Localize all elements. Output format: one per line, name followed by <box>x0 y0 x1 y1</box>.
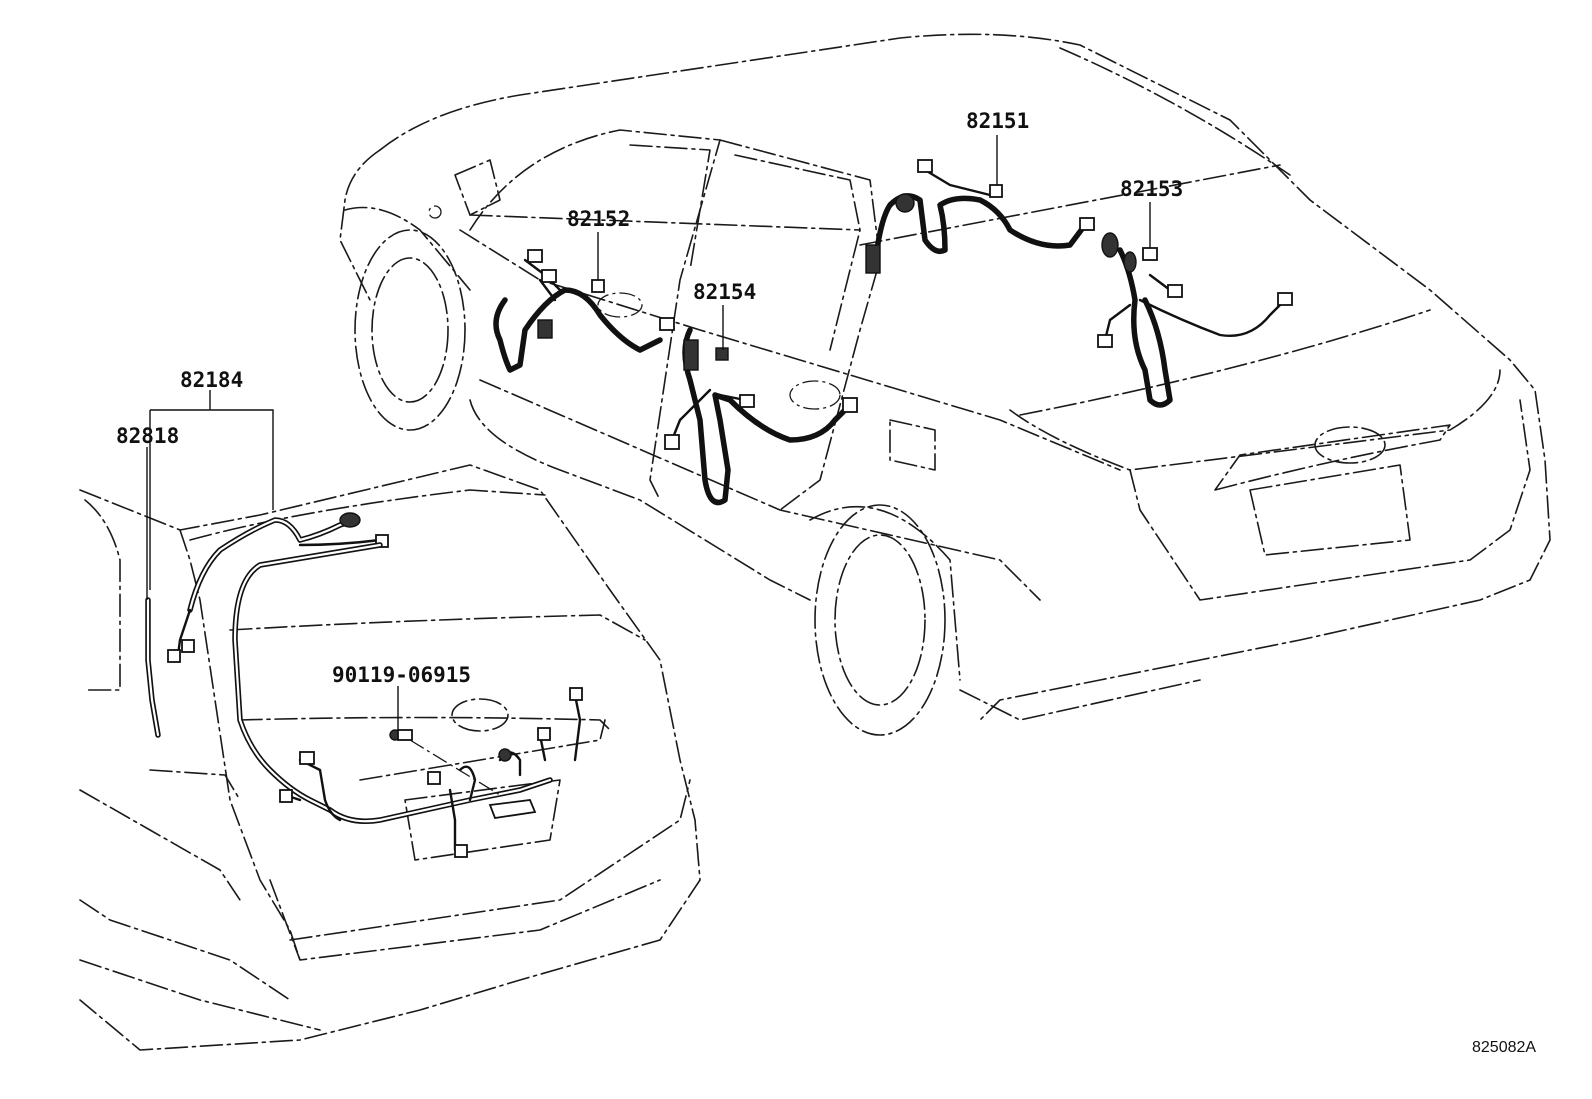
sedan-outline <box>339 33 1551 736</box>
label-82152: 82152 <box>567 207 630 231</box>
label-82184: 82184 <box>180 368 243 392</box>
label-82154: 82154 <box>693 280 756 304</box>
label-90119-06915: 90119-06915 <box>332 663 471 687</box>
leader-lines <box>146 135 1151 796</box>
part-labels: 82151 82152 82153 82154 82184 82818 9011… <box>116 109 1536 1056</box>
label-82818: 82818 <box>116 424 179 448</box>
diagram-reference-code: 825082A <box>1472 1039 1536 1056</box>
wagon-harnesses <box>145 512 583 858</box>
wagon-outline <box>79 464 701 1051</box>
label-82151: 82151 <box>966 109 1029 133</box>
label-82153: 82153 <box>1120 177 1183 201</box>
